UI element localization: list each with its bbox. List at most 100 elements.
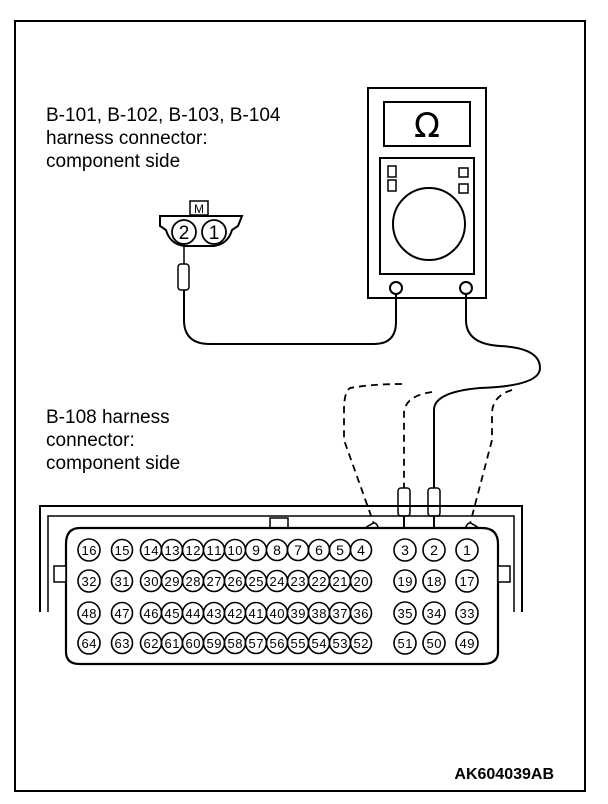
- connector-pin: [422, 569, 446, 593]
- connector-pin: [393, 538, 417, 562]
- pin-number-37: 37: [333, 606, 348, 621]
- pin-number-1: 1: [463, 542, 471, 558]
- pin-number-13: 13: [165, 543, 180, 558]
- connector-pin: [455, 569, 479, 593]
- connector-latch: [497, 565, 511, 583]
- pin-number-15: 15: [115, 543, 130, 558]
- pin-number-5: 5: [336, 542, 344, 558]
- probe-tip: [177, 263, 190, 291]
- pin-number-24: 24: [270, 574, 285, 589]
- pin-number-4: 4: [357, 542, 365, 558]
- pin-number-40: 40: [270, 606, 285, 621]
- lower-connector-label: B-108 harness connector: component side: [46, 406, 180, 475]
- connector-pin: [110, 569, 134, 593]
- pin-number-42: 42: [228, 606, 243, 621]
- pin-number-52: 52: [354, 636, 369, 651]
- pin-number-59: 59: [207, 636, 222, 651]
- pin-number-48: 48: [82, 606, 97, 621]
- connector-pin: [393, 601, 417, 625]
- meter-dial[interactable]: [392, 187, 466, 261]
- meter-switch-icon: [387, 165, 397, 178]
- lower-label-line-2: connector:: [46, 430, 135, 451]
- figure-frame: [14, 20, 586, 792]
- figure-code: AK604039AB: [454, 766, 554, 783]
- meter-lead-black: [183, 290, 397, 345]
- pin-number-60: 60: [186, 636, 201, 651]
- pin-number-50: 50: [427, 636, 442, 651]
- pin-number-10: 10: [228, 543, 243, 558]
- small-pin-label: 2: [179, 223, 190, 244]
- pin-number-7: 7: [294, 542, 302, 558]
- connector-pin: [77, 631, 101, 655]
- connector-pin: [110, 631, 134, 655]
- pin-number-34: 34: [427, 606, 442, 621]
- pin-number-3: 3: [401, 542, 409, 558]
- meter-display: [383, 101, 471, 147]
- pin-number-56: 56: [270, 636, 285, 651]
- alt-lead-dashed: [343, 383, 403, 525]
- connector-key: [269, 517, 289, 529]
- pin-number-46: 46: [144, 606, 159, 621]
- connector-marker-label: M: [194, 202, 204, 216]
- meter-terminal-right: [459, 281, 473, 295]
- connector-pin: [110, 601, 134, 625]
- alt-lead-dashed: [403, 391, 433, 488]
- lower-label-line-3: component side: [46, 453, 181, 474]
- connector-pin: [77, 538, 101, 562]
- pin-number-29: 29: [165, 574, 180, 589]
- pin-number-39: 39: [291, 606, 306, 621]
- pin-number-63: 63: [115, 636, 130, 651]
- pin-number-57: 57: [249, 636, 264, 651]
- pin-number-43: 43: [207, 606, 222, 621]
- pin-number-35: 35: [398, 606, 413, 621]
- connector-pin: [77, 569, 101, 593]
- connector-face: [64, 526, 500, 666]
- pin-number-47: 47: [115, 606, 130, 621]
- alt-lead-dashed: [469, 389, 513, 525]
- connector-pin: [455, 601, 479, 625]
- ohmmeter: Ω: [367, 87, 487, 299]
- pin-number-19: 19: [398, 574, 413, 589]
- connector-pin: [455, 538, 479, 562]
- pin-number-32: 32: [82, 574, 97, 589]
- pin-number-33: 33: [460, 606, 475, 621]
- upper-connector-label: B-101, B-102, B-103, B-104 harness conne…: [46, 104, 280, 173]
- pin-number-53: 53: [333, 636, 348, 651]
- lower-label-line-1: B-108 harness: [46, 407, 170, 428]
- connector-pin: [422, 601, 446, 625]
- small-connector: M 2 1: [159, 200, 244, 291]
- pin-number-49: 49: [460, 636, 475, 651]
- pin-number-41: 41: [249, 606, 264, 621]
- pin-number-27: 27: [207, 574, 222, 589]
- upper-label-line-3: component side: [46, 151, 181, 172]
- connector-pin: [201, 219, 227, 245]
- meter-switch-icon: [387, 179, 397, 192]
- pin-number-21: 21: [333, 574, 348, 589]
- pin-number-45: 45: [165, 606, 180, 621]
- pin-number-18: 18: [427, 574, 442, 589]
- small-pin-label: 1: [209, 223, 220, 244]
- meter-indicator-icon: [458, 167, 469, 178]
- pin-number-54: 54: [312, 636, 327, 651]
- pin-number-9: 9: [252, 542, 260, 558]
- pin-number-22: 22: [312, 574, 327, 589]
- ohm-symbol: Ω: [414, 106, 440, 146]
- connector-pin: [455, 631, 479, 655]
- pin-number-61: 61: [165, 636, 180, 651]
- upper-label-line-1: B-101, B-102, B-103, B-104: [46, 105, 281, 126]
- pin-number-6: 6: [315, 542, 323, 558]
- pin-number-51: 51: [398, 636, 413, 651]
- pin-number-16: 16: [82, 543, 97, 558]
- pin-number-20: 20: [354, 574, 369, 589]
- pin-number-17: 17: [460, 574, 475, 589]
- pin-number-28: 28: [186, 574, 201, 589]
- meter-panel: [379, 157, 475, 275]
- pin-number-25: 25: [249, 574, 264, 589]
- meter-terminal-left: [389, 281, 403, 295]
- pin-number-36: 36: [354, 606, 369, 621]
- connector-latch: [53, 565, 67, 583]
- pin-number-26: 26: [228, 574, 243, 589]
- pin-number-62: 62: [144, 636, 159, 651]
- connector-pin: [349, 601, 373, 625]
